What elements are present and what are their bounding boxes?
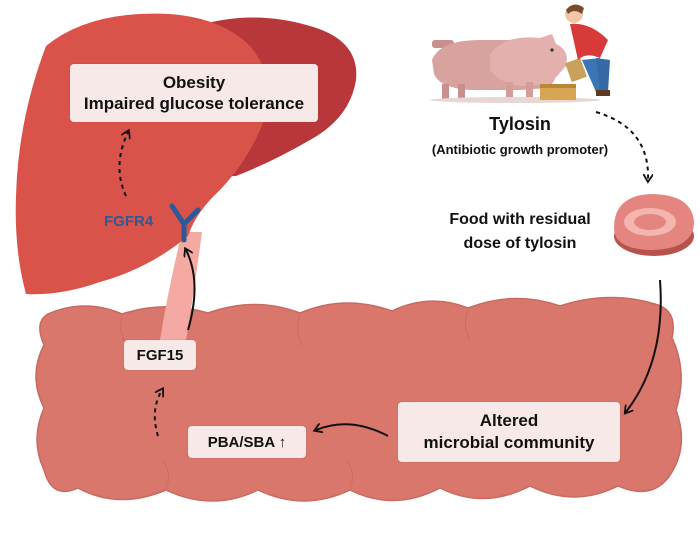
pba-sba-box: PBA/SBA ↑ <box>188 426 306 458</box>
tylosin-subtitle: (Antibiotic growth promoter) <box>431 142 609 157</box>
intestine-icon <box>35 296 683 502</box>
farmer-icon <box>540 4 610 100</box>
fgf15-box: FGF15 <box>124 340 196 370</box>
arrows <box>118 111 662 437</box>
liver-outcome-line2: Impaired glucose tolerance <box>83 94 305 113</box>
arrow-microbial-to-pba <box>316 424 389 437</box>
arrow-fgf15-to-fgfr4 <box>186 250 196 331</box>
arrow-food-to-microbial <box>626 279 662 412</box>
arrow-fgfr4-to-liver-box <box>118 132 128 197</box>
food-line1: Food with residual <box>449 211 591 228</box>
liver-outcome-line1: Obesity <box>162 73 226 92</box>
fgf15-label: FGF15 <box>136 346 184 364</box>
microbial-community-box: Altered microbial community <box>398 402 620 462</box>
arrow-tylosin-to-food <box>595 111 648 180</box>
liver-outcome-box: Obesity Impaired glucose tolerance <box>70 64 318 122</box>
meat-steak-icon <box>614 194 694 256</box>
bile-duct <box>160 232 202 340</box>
microbial-line2: microbial community <box>423 433 595 452</box>
tylosin-title: Tylosin <box>489 114 551 134</box>
receptor-icon <box>169 203 201 243</box>
food-label: Food with residual dose of tylosin <box>424 208 616 256</box>
receptor-label: FGFR4 <box>104 213 154 230</box>
arrow-pba-to-fgf15 <box>153 390 162 437</box>
food-line2: dose of tylosin <box>463 235 577 252</box>
pba-sba-label: PBA/SBA ↑ <box>207 433 287 451</box>
microbial-line1: Altered <box>479 411 539 430</box>
